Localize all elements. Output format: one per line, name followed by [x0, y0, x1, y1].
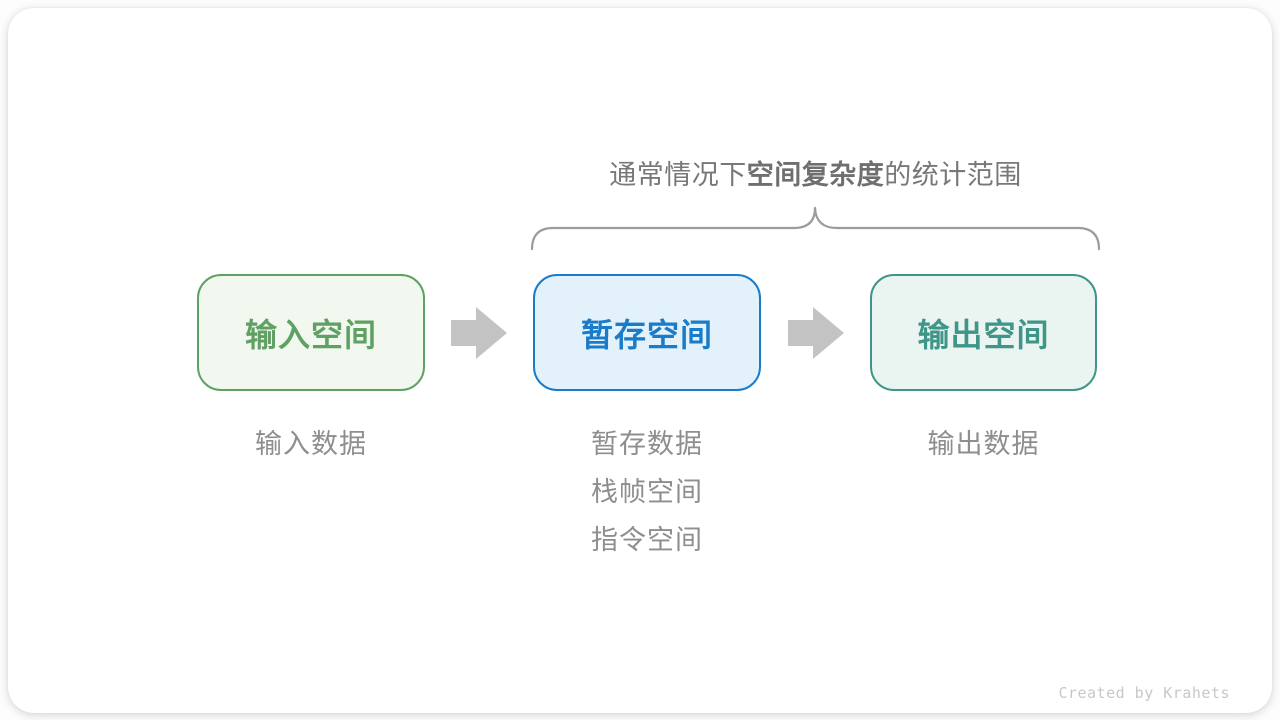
note-temp-items: 暂存数据 栈帧空间 指令空间 [591, 420, 703, 564]
note-output-data-line: 输出数据 [927, 429, 1040, 459]
scope-brace [531, 206, 1100, 251]
scope-title: 通常情况下空间复杂度的统计范围 [531, 153, 1100, 192]
note-output-data: 输出数据 [870, 420, 1097, 468]
box-input-space: 输入空间 [197, 274, 425, 391]
note-stack-frame-line: 栈帧空间 [591, 477, 703, 507]
diagram-card: 通常情况下空间复杂度的统计范围 输入空间 暂存空间 输出空间 输入数据 暂存数据… [8, 8, 1272, 713]
scope-title-suffix: 的统计范围 [884, 160, 1022, 190]
box-input-space-label: 输入空间 [244, 316, 377, 353]
note-temp-data-line: 暂存数据 [591, 429, 703, 459]
box-temp-space: 暂存空间 [533, 274, 761, 391]
scope-title-emphasis: 空间复杂度 [746, 160, 885, 190]
arrow-right-icon-2 [788, 307, 844, 359]
note-instruction-line: 指令空间 [591, 525, 703, 555]
box-temp-space-label: 暂存空间 [580, 316, 713, 353]
arrow-right-icon-1 [451, 307, 507, 359]
box-output-space: 输出空间 [870, 274, 1097, 391]
scope-title-prefix: 通常情况下 [609, 160, 747, 190]
box-output-space-label: 输出空间 [917, 316, 1050, 353]
note-input-data-line: 输入数据 [255, 429, 367, 459]
note-input-data: 输入数据 [197, 420, 425, 468]
credit-text: Created by Krahets [1058, 684, 1230, 702]
